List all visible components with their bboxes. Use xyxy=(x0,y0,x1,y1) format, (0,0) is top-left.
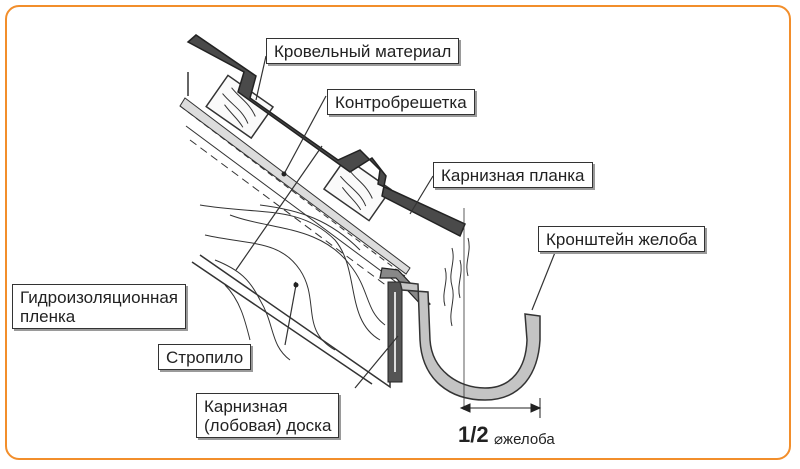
gutter-radius-dimension xyxy=(459,398,542,418)
label-waterproof-membrane: Гидроизоляционная пленка xyxy=(12,284,187,329)
diagram-frame xyxy=(5,5,791,460)
membrane-marker xyxy=(281,171,287,177)
label-rafter: Стропило xyxy=(158,344,252,370)
membrane-layer xyxy=(179,97,411,293)
label-text: Гидроизоляционная xyxy=(20,288,179,307)
label-text: Кровельный материал xyxy=(274,42,452,61)
label-roofing-material: Кровельный материал xyxy=(266,38,460,64)
rafter-wood-grain xyxy=(199,204,386,361)
rafter-marker xyxy=(293,282,299,288)
gutter xyxy=(399,281,541,401)
dimension-fraction: 1/2 xyxy=(458,422,489,447)
label-text: Карнизная xyxy=(204,397,288,416)
label-text: Стропило xyxy=(166,348,244,367)
label-text: пленка xyxy=(20,307,76,326)
label-fascia-board: Карнизная (лобовая) доска xyxy=(196,393,340,438)
dimension-gutter-diameter: ⌀желоба xyxy=(494,431,555,448)
label-text: Карнизная планка xyxy=(441,166,585,185)
label-text: (лобовая) доска xyxy=(204,416,332,435)
rafter-bottom-line xyxy=(191,261,373,385)
roofing-material xyxy=(186,34,466,238)
label-text: Контробрешетка xyxy=(335,93,467,112)
label-gutter-bracket: Кронштейн желоба xyxy=(538,226,706,252)
leader-lines xyxy=(235,55,557,389)
label-text: Кронштейн желоба xyxy=(546,230,698,249)
label-counter-batten: Контробрешетка xyxy=(327,89,475,115)
label-eaves-strip: Карнизная планка xyxy=(433,162,593,188)
water-flow xyxy=(443,208,470,410)
